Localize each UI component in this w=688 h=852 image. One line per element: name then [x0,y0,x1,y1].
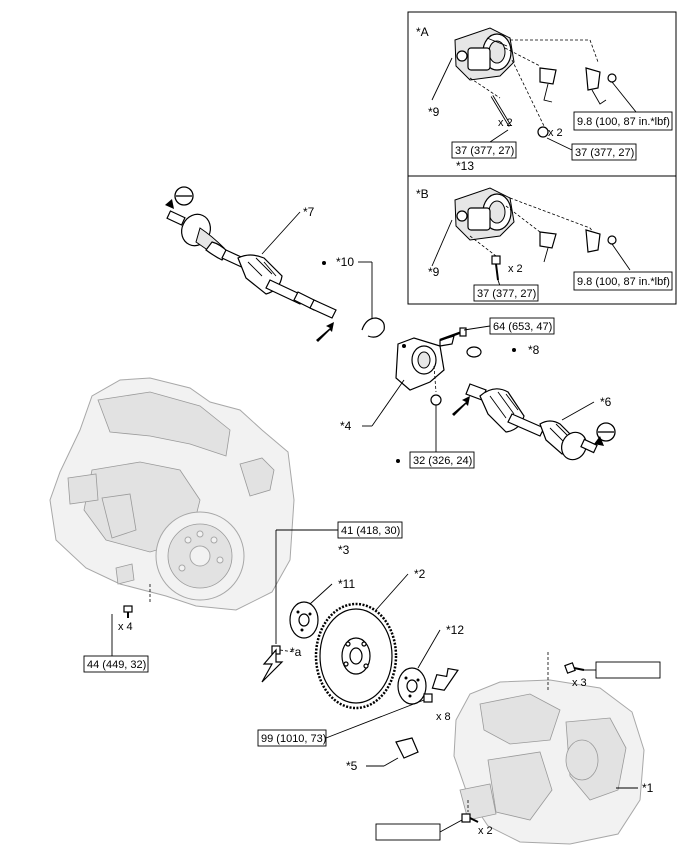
transaxle-bolt-upper: x 3 [564,661,661,689]
label-ring-8: *8 [528,343,540,357]
inset-a-title: *A [416,25,429,39]
inset-a-bolt-qty: x 2 [498,117,513,129]
label-flywheel-2: *2 [414,567,426,581]
label-cover-5: *5 [346,759,358,773]
drive-shaft-left: *7 [165,186,337,342]
cover-5: *5 [346,737,419,773]
label-plate-11: *11 [338,577,355,591]
label-clip-10: *10 [336,255,354,269]
flywheel: *2 [314,567,426,710]
qty-engine-bolt: x 4 [118,621,133,633]
starter-motor-a [454,27,515,81]
label-mark-a: *a [290,645,302,659]
qty-transaxle-lower: x 2 [478,825,493,837]
bearing-bracket: *4 [340,335,455,433]
label-shaft-6: *6 [600,395,612,409]
inset-a-torque-nut: 37 (377, 27) [575,147,634,159]
transaxle-assembly: *1 [453,652,654,845]
inset-b-title: *B [416,187,429,201]
bracket-nut-callout: 32 (326, 24) [396,405,475,469]
transaxle-bolt-lower: x 2 [375,813,493,841]
torque-bracket-nut: 32 (326, 24) [413,455,472,467]
bracket-bolt: 64 (653, 47) [439,317,555,342]
torque-flywheel-bolt: 99 (1010, 73) [261,733,326,745]
qty-transaxle-upper: x 3 [572,677,587,689]
drive-shaft-right: *6 [452,383,616,461]
plate-11: *11 [289,577,355,639]
label-transaxle-1: *1 [642,781,654,795]
inset-a-torque-terminal: 9.8 (100, 87 in.*lbf) [577,116,670,128]
torque-bracket-bolt: 64 (653, 47) [493,321,552,333]
flywheel-bolt: x 8 99 (1010, 73) [257,667,459,747]
drive-plate-bolt: 41 (418, 30) *3 *a [261,521,403,683]
inset-a-torque-bolt: 37 (377, 27) [455,145,514,157]
terminal-a [539,67,617,105]
label-plate-12: *12 [446,623,464,637]
inset-a: *A *9 9.8 ( [416,25,673,173]
bolt-a [490,95,512,127]
inset-a-starter-label: *9 [428,105,440,119]
label-bracket-4: *4 [340,419,352,433]
engine-assembly [49,377,295,611]
inset-b-starter-label: *9 [428,265,440,279]
inset-a-nut-qty: x 2 [548,127,563,139]
plate-12: *12 [397,623,464,705]
inset-b-bolt-qty: x 2 [508,263,523,275]
inset-b: *B *9 9.8 (100, 87 in.*lbf) x 2 37 (3 [416,187,673,302]
starter-motor-b [454,187,515,241]
inset-a-under-label: *13 [456,159,474,173]
snap-ring: *10 [322,255,385,338]
seal-ring: *8 [466,343,540,358]
engine-bolt: x 4 44 (449, 32) [83,605,149,673]
inset-b-torque-bolt: 37 (377, 27) [477,288,536,300]
bolt-b [491,255,501,281]
label-shaft-7: *7 [303,205,315,219]
qty-flywheel-bolt: x 8 [436,711,451,723]
torque-plate-bolt: 41 (418, 30) [341,525,400,537]
terminal-b [539,229,617,263]
label-plate-3: *3 [338,543,350,557]
torque-engine-bolt: 44 (449, 32) [87,659,146,671]
inset-b-torque-terminal: 9.8 (100, 87 in.*lbf) [577,276,670,288]
